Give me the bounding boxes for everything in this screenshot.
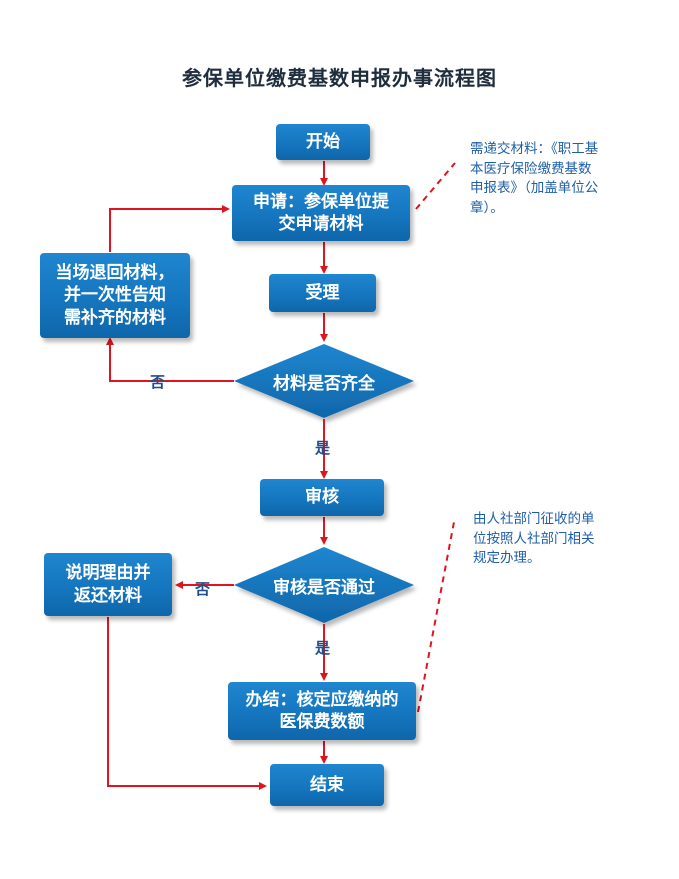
materials-note: 需递交材料：《职工基 本医疗保险缴费基数 申报表》（加盖单位公 章）。	[470, 141, 599, 216]
return-materials-box: 当场退回材料， 并一次性告知 需补齐的材料	[40, 253, 190, 338]
explain-return-box: 说明理由并 返还材料	[44, 553, 172, 616]
return-materials-label: 当场退回材料， 并一次性告知 需补齐的材料	[55, 263, 175, 328]
explain-return-label: 说明理由并 返还材料	[65, 563, 151, 606]
accept-box: 受理	[269, 274, 376, 312]
yes-label-review: 是	[315, 639, 331, 657]
review-box: 审核	[260, 479, 384, 516]
no-label-materials: 否	[150, 373, 166, 391]
page-title: 参保单位缴费基数申报办事流程图	[182, 66, 497, 90]
review-check-label: 审核是否通过	[273, 577, 375, 598]
materials-check-label: 材料是否齐全	[273, 373, 375, 394]
yes-label-materials: 是	[315, 439, 331, 457]
start-label: 开始	[306, 131, 340, 152]
note-leader-materials	[415, 162, 456, 210]
materials-check-diamond	[234, 344, 414, 418]
no-label-review: 否	[195, 580, 211, 598]
note-leader-review	[417, 521, 455, 713]
review-check-diamond	[234, 547, 414, 623]
arrow-explain-to-end	[107, 617, 267, 790]
arrow-return-to-apply	[109, 205, 230, 252]
apply-box: 申请：参保单位提 交申请材料	[232, 185, 410, 241]
apply-label: 申请：参保单位提 交申请材料	[253, 191, 389, 234]
accept-label: 受理	[305, 282, 340, 303]
review-label: 审核	[305, 487, 339, 508]
start-box: 开始	[276, 124, 370, 160]
end-box: 结束	[270, 764, 384, 806]
end-label: 结束	[310, 774, 344, 795]
complete-box: 办结：核定应缴纳的 医保费数额	[228, 682, 416, 740]
review-note: 由人社部门征收的单 位按照人社部门相关 规定办理。	[473, 511, 595, 567]
complete-label: 办结：核定应缴纳的 医保费数额	[245, 689, 399, 732]
arrow-check-to-return	[106, 337, 234, 382]
